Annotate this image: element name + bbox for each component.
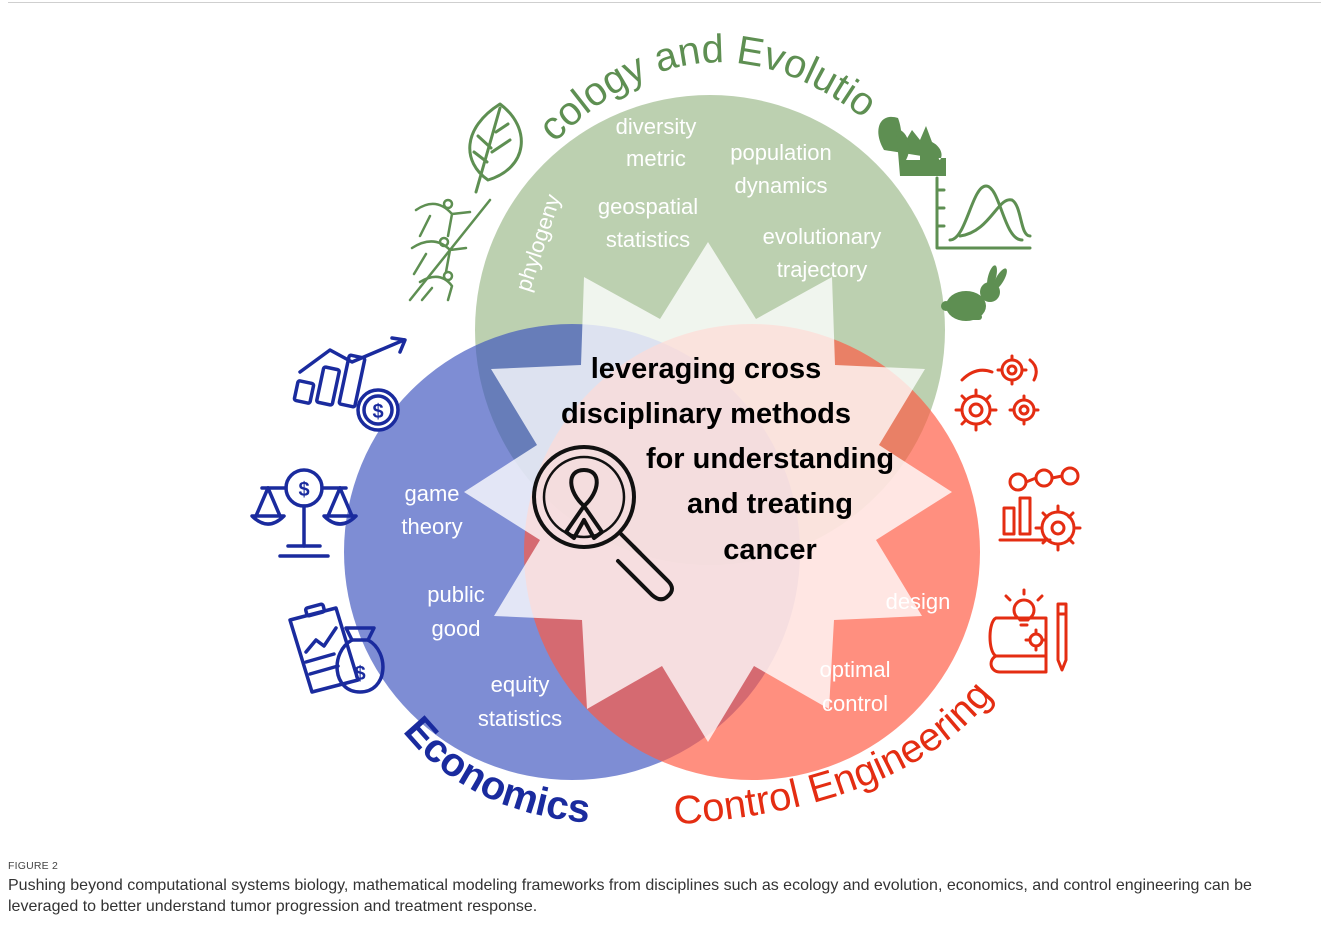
cancer-ribbon-magnifier-icon xyxy=(532,445,674,602)
human-evolution-icon xyxy=(408,198,492,302)
center-text-line-1: leveraging cross xyxy=(591,353,822,385)
money-bag-report-icon: $ xyxy=(288,602,385,694)
process-gears-icon xyxy=(998,466,1082,552)
term-diversity-metric-2: metric xyxy=(626,146,686,171)
leaf-icon xyxy=(468,102,523,194)
figure-caption: FIGURE 2 Pushing beyond computational sy… xyxy=(8,860,1308,917)
term-optimal-control-2: control xyxy=(822,691,888,716)
term-evolutionary-trajectory-2: trajectory xyxy=(777,257,867,282)
term-evolutionary-trajectory-1: evolutionary xyxy=(763,224,882,249)
term-population-dynamics-2: dynamics xyxy=(735,173,828,198)
term-population-dynamics-1: population xyxy=(730,140,832,165)
design-blueprint-icon xyxy=(988,588,1068,674)
term-diversity-metric-1: diversity xyxy=(616,114,697,139)
gears-icon xyxy=(954,354,1040,432)
center-text-line-2: disciplinary methods xyxy=(561,398,851,430)
term-game-theory-1: game xyxy=(404,481,459,506)
term-geospatial-statistics-1: geospatial xyxy=(598,194,698,219)
svg-text:$: $ xyxy=(372,401,383,423)
term-design: design xyxy=(886,589,951,614)
fox-icon xyxy=(878,116,946,176)
svg-text:$: $ xyxy=(354,663,365,685)
term-geospatial-statistics-2: statistics xyxy=(606,227,690,252)
growth-chart-dollar-icon: $ xyxy=(292,336,407,432)
figure-label: FIGURE 2 xyxy=(8,860,59,872)
term-public-good-2: good xyxy=(432,616,481,641)
figure-caption-text: Pushing beyond computational systems bio… xyxy=(8,877,1252,915)
center-text-line-4: and treating xyxy=(687,488,853,520)
rabbit-icon xyxy=(941,265,1007,321)
top-rule xyxy=(8,2,1321,3)
term-public-good-1: public xyxy=(427,582,484,607)
center-text-line-5: cancer xyxy=(723,534,817,566)
term-game-theory-2: theory xyxy=(401,514,462,539)
center-starburst xyxy=(464,242,952,742)
balance-scale-dollar-icon: $ xyxy=(250,468,358,558)
term-equity-statistics-1: equity xyxy=(491,672,550,697)
venn-diagram: Ecology and Evolution Economics Control … xyxy=(0,0,1082,833)
svg-text:$: $ xyxy=(298,479,309,501)
distribution-curve-icon xyxy=(935,176,1032,250)
term-equity-statistics-2: statistics xyxy=(478,706,562,731)
term-optimal-control-1: optimal xyxy=(820,657,891,682)
center-text-line-3: for understanding xyxy=(646,443,894,475)
